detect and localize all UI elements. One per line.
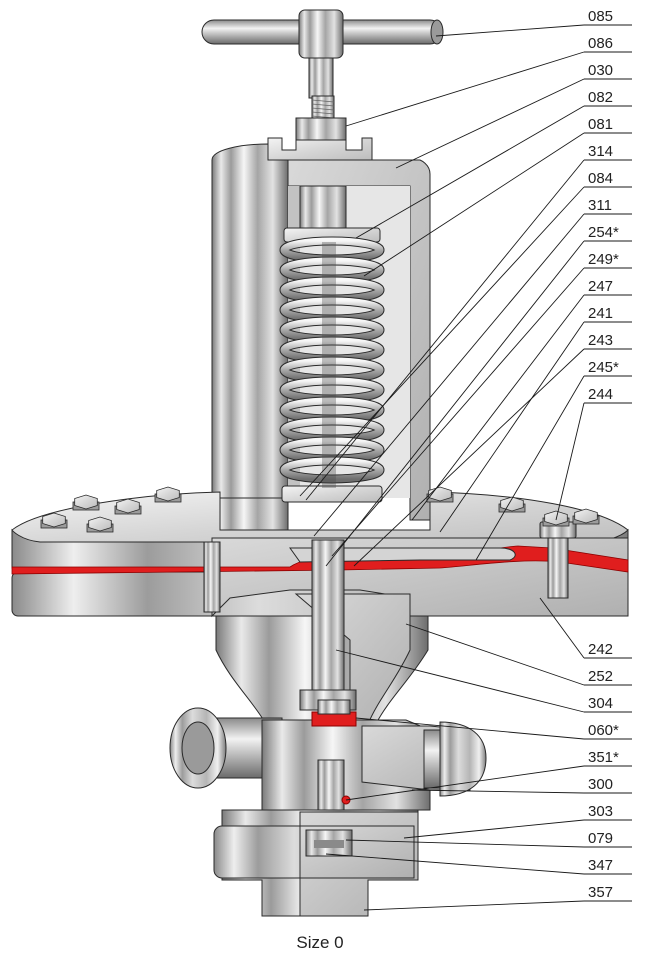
leader-line [355,717,585,740]
part-label-304: 304 [588,695,613,712]
part-label-086: 086 [588,35,613,52]
leader-line [475,375,585,561]
part-label-241: 241 [588,305,613,322]
valve-body [169,539,487,917]
leader-line [435,24,585,37]
hex-bolt [542,510,570,527]
size-caption: Size 0 [296,933,343,952]
leader-line [335,649,585,713]
leader-line [345,765,585,801]
leader-line [539,597,585,659]
hex-bolt [72,494,100,511]
leader-line [345,839,585,848]
leader-line [305,159,585,501]
part-label-347: 347 [588,857,613,874]
hex-bolt [40,512,68,529]
leader-line [325,853,585,875]
leader-line [331,267,585,557]
leader-line [363,132,585,277]
leader-line [363,900,585,911]
part-label-082: 082 [588,89,613,106]
part-label-351: 351* [588,749,619,766]
part-label-084: 084 [588,170,613,187]
leader-line [355,105,585,239]
part-label-081: 081 [588,116,613,133]
thread-line [311,107,335,111]
part-label-060: 060* [588,722,619,739]
leader-line [405,623,585,686]
spring-bonnet [211,137,431,531]
part-label-030: 030 [588,62,613,79]
thread-line [311,111,335,115]
part-labels: 085 086 030 082 081 314 084 311 254* 249… [588,8,619,901]
part-label-303: 303 [588,803,613,820]
part-label-252: 252 [588,668,613,685]
leader-line [325,240,585,567]
leader-line [411,789,585,794]
part-label-247: 247 [588,278,613,295]
leader-lines [299,24,632,911]
thread-line [311,103,335,107]
thread-line [311,99,335,103]
leader-line [555,402,585,521]
flange-bolts [40,486,600,533]
hex-bolt [572,508,600,525]
part-label-245: 245* [588,359,619,376]
leader-line [439,321,585,533]
leader-line [313,213,585,537]
leader-line [299,186,585,497]
leader-line [345,51,585,127]
hex-bolt [154,486,182,503]
hex-bolt [114,498,142,515]
hex-bolt [426,486,454,503]
leader-line [395,78,585,169]
part-label-311: 311 [588,197,612,214]
lock-nut [295,117,347,141]
part-label-244: 244 [588,386,613,403]
part-label-079: 079 [588,830,613,847]
leader-line [411,294,585,521]
part-label-249: 249* [588,251,619,268]
part-label-243: 243 [588,332,613,349]
part-label-357: 357 [588,884,613,901]
part-label-300: 300 [588,776,613,793]
part-label-254: 254* [588,224,619,241]
hex-bolt [86,516,114,533]
leader-line [403,819,585,839]
part-label-314: 314 [588,143,613,160]
part-label-242: 242 [588,641,613,658]
leader-line [353,348,585,567]
t-handle [201,9,444,99]
part-label-085: 085 [588,8,613,25]
